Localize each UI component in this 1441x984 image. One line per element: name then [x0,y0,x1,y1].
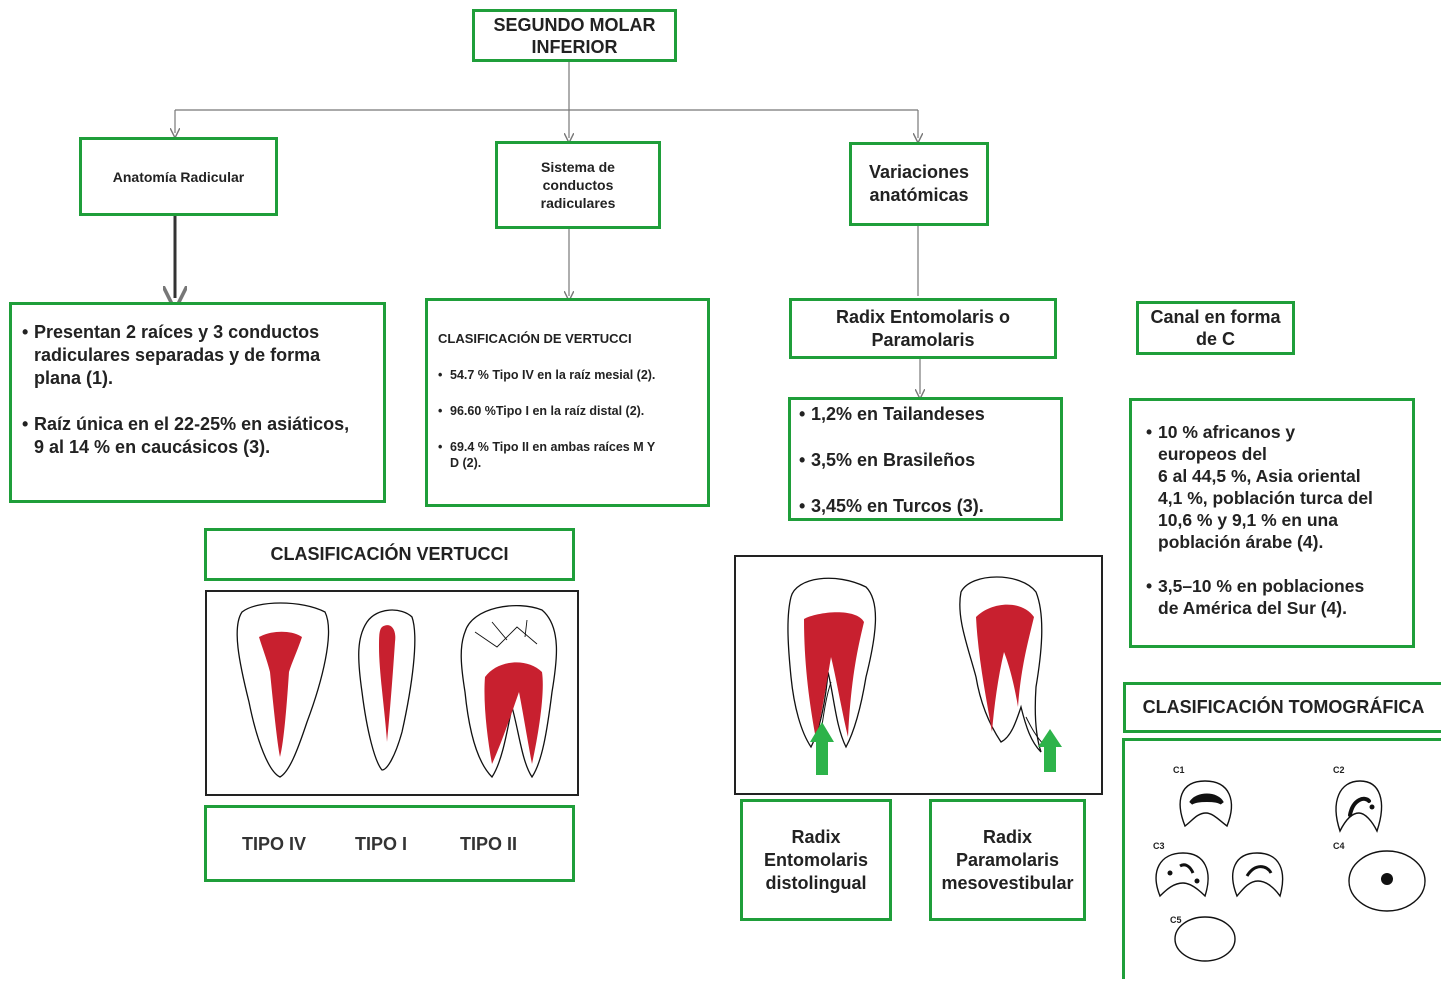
canal-c-item-1-line1: 10 % africanos y [1158,421,1406,443]
anatomia-item-1-line1: Presentan 2 raíces y 3 conductos [34,321,373,344]
c3b-shape [1233,853,1283,896]
radix-right-line2: Paramolaris [941,849,1073,872]
vertucci-item-3: 69.4 % Tipo II en ambas raíces M Y D (2)… [438,439,697,471]
radix-left-line1: Radix [764,826,868,849]
c3-canal-a [1168,871,1173,876]
label-tipo-ii: TIPO II [460,834,517,855]
radix-title-line2: Paramolaris [836,329,1010,352]
anatomia-item-1-line3: plana (1). [34,367,373,390]
radix-paramolaris-pulp [976,605,1034,732]
vertucci-teeth-figure [205,590,579,796]
radix-item-3: 3,45% en Turcos (3). [799,496,1052,517]
c2-shape [1336,781,1381,831]
tomografica-title-text: CLASIFICACIÓN TOMOGRÁFICA [1143,697,1425,718]
anatomia-radicular-label: Anatomía Radicular [113,169,244,185]
vertucci-details-title: CLASIFICACIÓN DE VERTUCCI [438,331,697,347]
canal-c-title-line1: Canal en forma [1150,306,1280,328]
c3a-shape [1156,853,1208,896]
tomografica-title: CLASIFICACIÓN TOMOGRÁFICA [1123,682,1441,733]
label-tipo-iv: TIPO IV [242,834,306,855]
canal-c-item-1-line5: 10,6 % y 9,1 % en una [1158,509,1406,531]
sistema-line3: radiculares [541,194,616,212]
canal-c-item-1-line2: europeos del [1158,443,1406,465]
c1-shape [1180,781,1231,826]
label-tipo-i: TIPO I [355,834,407,855]
canal-c-item-1-line4: 4,1 %, población turca del [1158,487,1406,509]
c5-shape [1175,917,1235,961]
tipo-labels-box: TIPO IV TIPO I TIPO II [204,805,575,882]
vertucci-figure-title-text: CLASIFICACIÓN VERTUCCI [271,544,509,565]
anatomia-details-box: Presentan 2 raíces y 3 conductos radicul… [9,302,386,503]
anatomia-item-1: Presentan 2 raíces y 3 conductos radicul… [22,321,373,390]
radix-right-line3: mesovestibular [941,872,1073,895]
canal-c-item-1-line6: población árabe (4). [1158,531,1406,553]
radix-paramolaris-arrow [1038,729,1062,772]
radix-right-line1: Radix [941,826,1073,849]
c4-canal [1381,873,1393,885]
radix-title-line1: Radix Entomolaris o [836,306,1010,329]
c4-label: C4 [1333,841,1345,851]
tooth-type-iv-pulp [259,632,302,757]
vertucci-item-1: 54.7 % Tipo IV en la raíz mesial (2). [438,367,697,383]
vertucci-item-2: 96.60 %Tipo I en la raíz distal (2). [438,403,697,419]
variaciones-line1: Variaciones [869,161,969,184]
radix-teeth-drawing [736,557,1101,793]
canal-c-details-box: 10 % africanos y europeos del 6 al 44,5 … [1129,398,1415,648]
vertucci-figure-title: CLASIFICACIÓN VERTUCCI [204,528,575,581]
c3-label: C3 [1153,841,1165,851]
radix-item-2: 3,5% en Brasileños [799,450,1052,471]
vertucci-teeth-drawing [207,592,577,794]
c5-label: C5 [1170,915,1182,925]
c3-canal-b [1247,867,1271,876]
sistema-line1: Sistema de [541,158,616,176]
anatomia-item-2-line2: 9 al 14 % en caucásicos (3). [34,436,373,459]
anatomia-radicular-node: Anatomía Radicular [79,137,278,216]
anatomia-item-1-line2: radiculares separadas y de forma [34,344,373,367]
root-title-line1: SEGUNDO MOLAR [494,14,656,36]
canal-c-item-2-line1: 3,5–10 % en poblaciones [1158,575,1406,597]
root-title-line2: INFERIOR [494,36,656,58]
c1-label: C1 [1173,765,1185,775]
tomografica-figure: C1 C2 C3 C4 C5 [1122,738,1441,979]
canal-c-item-1: 10 % africanos y europeos del 6 al 44,5 … [1146,421,1406,553]
radix-stats-box: 1,2% en Tailandeses 3,5% en Brasileños 3… [788,397,1063,521]
canal-c-item-2-line2: de América del Sur (4). [1158,597,1406,619]
canal-c-item-2: 3,5–10 % en poblaciones de América del S… [1146,575,1406,619]
radix-entomolaris-pulp [804,612,864,739]
c2-label: C2 [1333,765,1345,775]
radix-left-line2: Entomolaris [764,849,868,872]
tooth-type-i-pulp [379,625,395,742]
anatomia-item-2-line1: Raíz única en el 22-25% en asiáticos, [34,413,373,436]
vertucci-details-box: CLASIFICACIÓN DE VERTUCCI 54.7 % Tipo IV… [425,298,710,507]
sistema-line2: conductos [541,176,616,194]
vertucci-item-3-line2: D (2). [450,455,697,471]
anatomia-item-2: Raíz única en el 22-25% en asiáticos, 9 … [22,413,373,459]
canal-c-item-1-line3: 6 al 44,5 %, Asia oriental [1158,465,1406,487]
tomografica-drawing: C1 C2 C3 C4 C5 [1125,741,1441,979]
radix-left-line3: distolingual [764,872,868,895]
vertucci-item-3-line1: 69.4 % Tipo II en ambas raíces M Y [450,439,697,455]
radix-item-1: 1,2% en Tailandeses [799,404,1052,425]
c1-canal [1191,796,1222,804]
radix-teeth-figure [734,555,1103,795]
radix-entomolaris-arrow [810,722,834,775]
canal-c-title-line2: de C [1150,328,1280,350]
radix-entomolaris-tooth-outline [788,578,876,747]
variaciones-line2: anatómicas [869,184,969,207]
